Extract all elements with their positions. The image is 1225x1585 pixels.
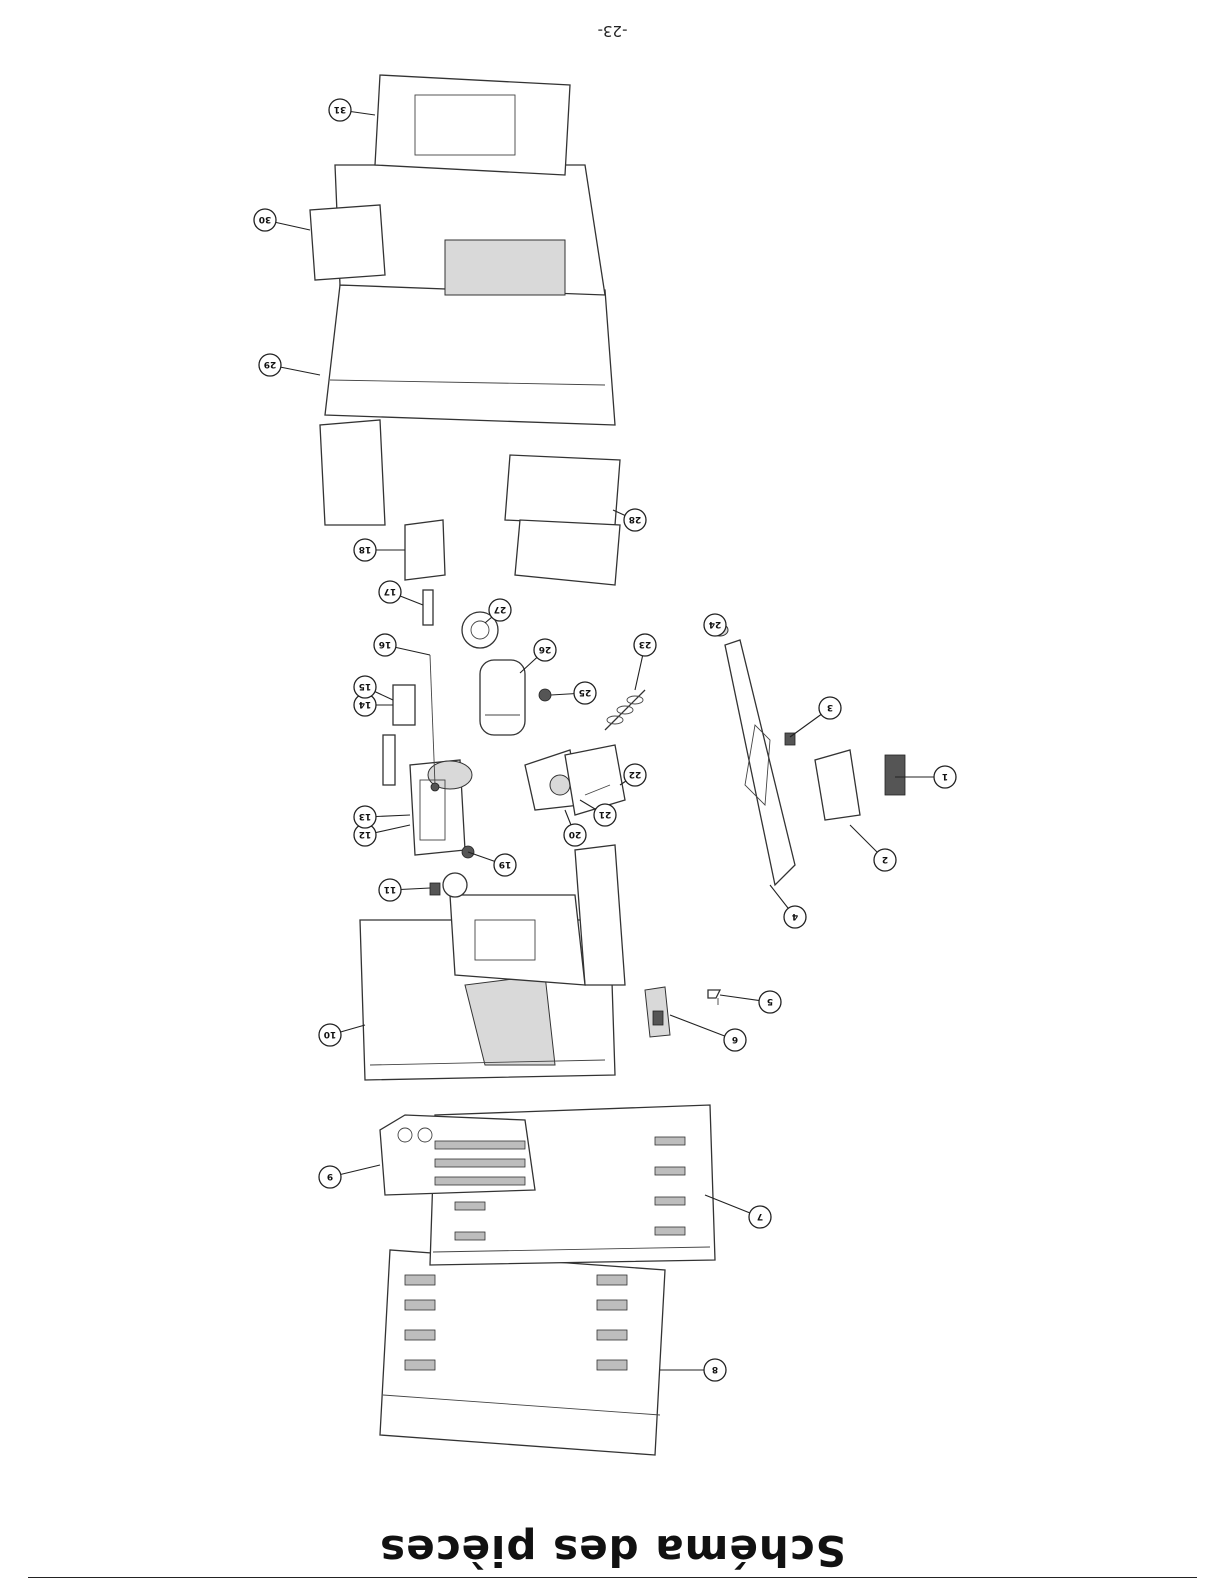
callout-22: 22 [620, 764, 646, 786]
callout-4: 4 [770, 885, 806, 928]
part-5-bracket [708, 990, 720, 1005]
callout-label-26: 26 [539, 644, 552, 654]
callout-8: 8 [660, 1359, 726, 1381]
callout-label-19: 19 [499, 859, 512, 869]
callout-18: 18 [354, 539, 405, 561]
part-10-base-frame [360, 845, 625, 1080]
callout-label-29: 29 [264, 359, 277, 369]
callout-label-17: 17 [384, 586, 397, 596]
callout-label-31: 31 [334, 104, 347, 114]
callout-27: 27 [485, 599, 511, 623]
callout-label-23: 23 [639, 639, 652, 649]
part-22-auger-bracket [565, 745, 625, 815]
part-30-ash-box [310, 205, 385, 280]
callout-label-6: 6 [732, 1034, 738, 1044]
callout-label-16: 16 [379, 639, 392, 649]
callout-label-22: 22 [629, 769, 642, 779]
callout-10: 10 [319, 1024, 365, 1046]
callout-label-1: 1 [942, 771, 948, 781]
callout-label-11: 11 [384, 884, 397, 894]
callout-17: 17 [379, 581, 423, 605]
callout-24: 24 [704, 614, 726, 636]
part-8-front-panel [380, 1250, 665, 1455]
callout-15: 15 [354, 676, 393, 700]
part-26-burn-pot [480, 660, 525, 735]
callout-label-3: 3 [827, 702, 833, 712]
callout-label-12: 12 [359, 829, 372, 839]
callout-label-9: 9 [327, 1171, 333, 1181]
part-6-control-board [645, 987, 670, 1037]
callout-label-7: 7 [757, 1211, 763, 1221]
callout-label-8: 8 [712, 1364, 718, 1374]
callout-19: 19 [468, 852, 516, 876]
callout-6: 6 [670, 1015, 746, 1051]
callout-label-28: 28 [629, 514, 642, 524]
callout-label-21: 21 [599, 809, 612, 819]
part-9-heat-shield [380, 1115, 535, 1195]
part-31-door [375, 75, 570, 175]
callout-7: 7 [705, 1195, 771, 1228]
part-2-hopper-tray [815, 750, 860, 820]
callout-23: 23 [634, 634, 656, 690]
callout-3: 3 [790, 697, 841, 737]
callout-26: 26 [520, 639, 556, 673]
part-28-side-panels [505, 455, 620, 585]
part-12-13-combustion-blower [410, 760, 472, 897]
callout-label-30: 30 [259, 214, 272, 224]
callout-label-15: 15 [359, 681, 372, 691]
callout-label-20: 20 [569, 829, 582, 839]
callout-30: 30 [254, 209, 310, 231]
callout-29: 29 [259, 354, 320, 376]
part-11-clip [430, 883, 440, 895]
callout-label-24: 24 [709, 619, 722, 629]
callout-25: 25 [551, 682, 596, 704]
callout-label-18: 18 [359, 544, 372, 554]
callout-label-25: 25 [579, 687, 592, 697]
part-25-thermostat [539, 689, 551, 701]
callout-9: 9 [319, 1165, 380, 1188]
part-23-auger-screw [605, 690, 645, 730]
callout-label-4: 4 [792, 911, 798, 921]
callout-2: 2 [850, 825, 896, 871]
callout-16: 16 [374, 634, 430, 656]
callout-31: 31 [329, 99, 375, 121]
callout-label-2: 2 [882, 854, 888, 864]
callout-label-10: 10 [324, 1029, 337, 1039]
callout-5: 5 [720, 991, 781, 1013]
part-1-control-panel [885, 755, 905, 795]
part-18-bracket-box [405, 520, 445, 580]
callout-label-5: 5 [767, 996, 773, 1006]
part-4-top-panel [725, 640, 795, 885]
part-17-sensor [423, 590, 433, 625]
callout-13: 13 [354, 806, 410, 828]
callout-label-14: 14 [359, 699, 372, 709]
callout-label-27: 27 [494, 604, 507, 614]
callout-11: 11 [379, 879, 430, 901]
callout-label-13: 13 [359, 811, 372, 821]
